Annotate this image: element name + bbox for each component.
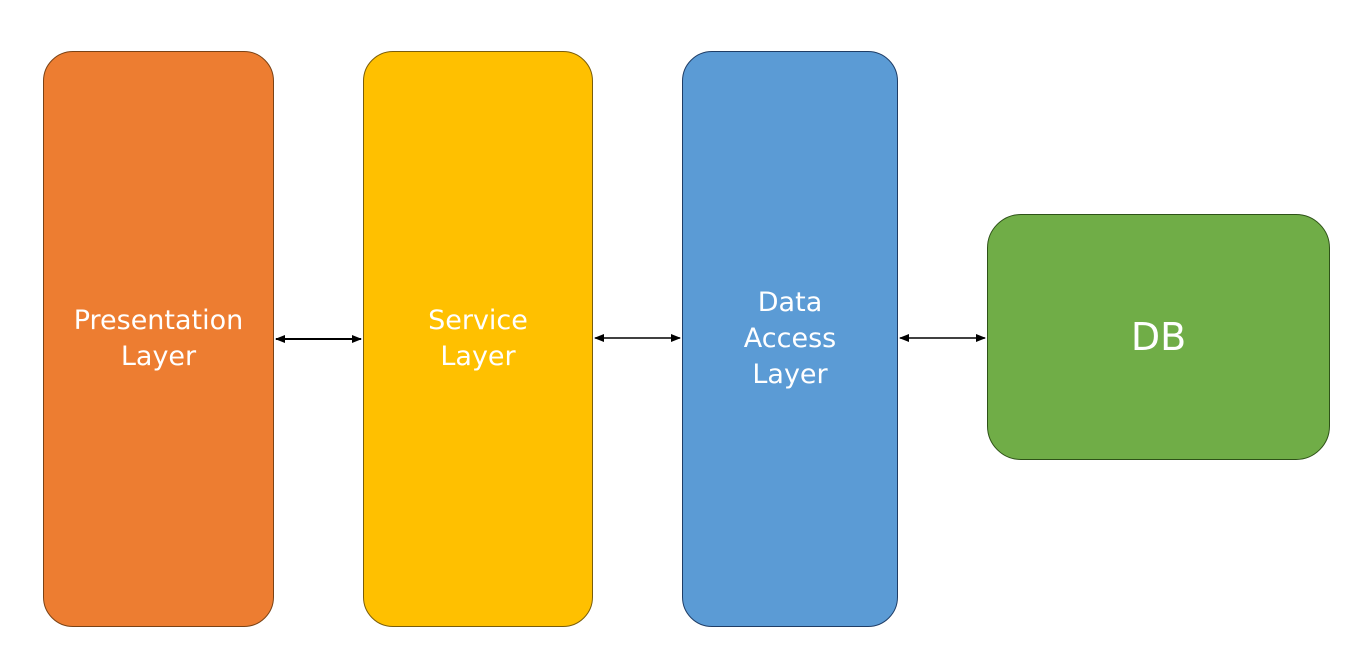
data-access-layer-label-line-2: Access [743,323,837,354]
data-access-layer-block: Data Access Layer [682,51,898,627]
presentation-layer-label-line-2: Layer [120,341,197,372]
service-layer-block: Service Layer [363,51,593,627]
presentation-layer-label-line-1: Presentation [73,305,244,336]
db-label: DB [1130,315,1187,359]
presentation-layer-block: Presentation Layer [43,51,274,627]
service-layer-label-line-2: Layer [440,341,516,372]
data-access-layer-label-line-1: Data [757,287,823,318]
db-block: DB [987,214,1330,460]
data-access-layer-label-line-3: Layer [752,359,828,390]
service-layer-label-line-1: Service [428,305,528,336]
